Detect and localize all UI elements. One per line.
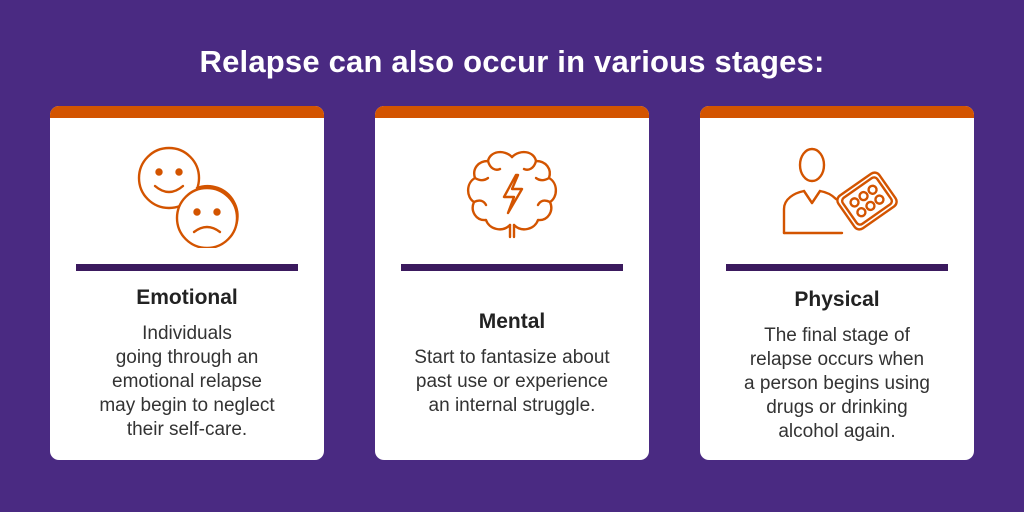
card-title: Emotional [136,286,238,309]
stage-card-physical: Physical The final stage of relapse occu… [700,106,974,460]
page-title: Relapse can also occur in various stages… [199,44,825,79]
card-description: The final stage of relapse occurs when a… [744,325,930,442]
emotion-faces-icon [50,134,324,252]
card-divider [401,264,623,271]
card-top-accent [700,106,974,118]
card-divider [726,264,948,271]
stage-card-emotional: Emotional Individuals going through an e… [50,106,324,460]
card-title: Mental [478,310,546,333]
card-description: Start to fantasize about past use or exp… [414,347,610,416]
card-description: Individuals going through an emotional r… [99,323,275,440]
card-title: Physical [794,288,880,311]
card-top-accent [50,106,324,118]
stage-card-mental: Mental Start to fantasize about past use… [375,106,649,460]
person-pills-icon [700,134,974,252]
card-top-accent [375,106,649,118]
brain-lightning-icon [375,134,649,252]
card-divider [76,264,298,271]
